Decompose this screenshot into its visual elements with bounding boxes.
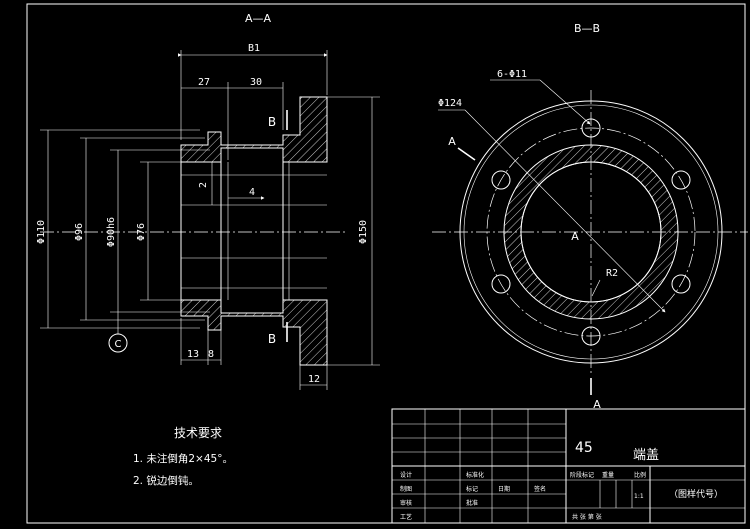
- dim-holes: 6-Φ11: [497, 69, 527, 80]
- label-scale: 比例: [634, 471, 646, 479]
- dim-phi96: Φ96: [74, 223, 85, 241]
- label-date: 日期: [498, 485, 510, 493]
- dim-27: 27: [198, 77, 210, 88]
- section-view-a-a: A—A B1 27 30 2 4: [36, 12, 380, 390]
- cut-label-a-center: A: [571, 230, 579, 243]
- material: 45: [575, 440, 593, 456]
- label-process: 工艺: [400, 513, 412, 521]
- section-view-b-b: B—B 6-Φ11 Φ124 R2 A A A: [432, 22, 748, 411]
- datum-label: C: [115, 339, 122, 350]
- dim-phi110: Φ110: [36, 220, 47, 244]
- dim-30: 30: [250, 77, 262, 88]
- section-title-b-b: B—B: [574, 22, 600, 35]
- label-design: 设计: [400, 471, 412, 479]
- flange-lower-section: [180, 299, 328, 366]
- label-stage: 阶段标记: [570, 471, 594, 479]
- datum-symbol: [108, 333, 128, 353]
- label-draw: 制图: [400, 485, 412, 493]
- dim-phi90h6: Φ90h6: [106, 217, 117, 247]
- flange-chamfer-circle: [463, 104, 719, 360]
- bolt-hole-1: [581, 118, 601, 138]
- bore-circle: [520, 161, 662, 303]
- part-name: 端盖: [633, 448, 659, 463]
- title-block: 45 端盖 （图样代号） 设计 制图 审核 工艺 标准化 批准 日期 签名 标记…: [391, 408, 746, 524]
- section-title-a-a: A—A: [245, 12, 272, 25]
- dim-8: 8: [208, 349, 214, 360]
- bolt-circle: [486, 127, 696, 337]
- dim-r2: R2: [606, 268, 618, 279]
- bolt-hole-6: [491, 170, 511, 190]
- cut-label-a-lower: A: [593, 398, 601, 411]
- dim-phi150: Φ150: [358, 220, 369, 244]
- dim-12: 12: [308, 374, 320, 385]
- bolt-hole-4: [581, 326, 601, 346]
- sheet-count: 共 张 第 张: [572, 513, 602, 521]
- cut-label-a-upper: A: [448, 135, 456, 148]
- label-std: 标准化: [466, 471, 484, 479]
- drawing-number: （图样代号）: [669, 488, 723, 500]
- label-weight: 重量: [602, 471, 614, 479]
- tech-req-item-2: 2. 锐边倒钝。: [133, 474, 199, 487]
- tech-req-title: 技术要求: [174, 426, 222, 440]
- cut-mark-a-upper: [457, 147, 476, 161]
- dim-b1: B1: [248, 43, 260, 54]
- flange-outer-circle: [459, 100, 723, 364]
- leader-phi124: [464, 109, 666, 313]
- label-approve: 批准: [466, 499, 478, 507]
- dim-4: 4: [249, 187, 255, 198]
- bolt-hole-3: [671, 274, 691, 294]
- label-check: 审核: [400, 499, 412, 507]
- drawing-frame: [26, 3, 746, 524]
- dim-phi76: Φ76: [136, 223, 147, 241]
- scale-value: 1:1: [634, 493, 644, 500]
- label-sign: 签名: [534, 485, 546, 493]
- cut-label-b-top: B: [268, 115, 276, 129]
- label-mark: 标记: [466, 485, 478, 493]
- cut-label-b-bottom: B: [268, 332, 276, 346]
- leader-holes: [539, 79, 591, 125]
- bolt-holes: [491, 118, 691, 346]
- bolt-hole-5: [491, 274, 511, 294]
- dim-13: 13: [187, 349, 199, 360]
- flange-upper-section: [180, 96, 328, 163]
- technical-requirements: 技术要求 1. 未注倒角2×45°。 2. 锐边倒钝。: [133, 426, 233, 487]
- tech-req-item-1: 1. 未注倒角2×45°。: [133, 452, 233, 465]
- dim-phi124: Φ124: [438, 98, 462, 109]
- bolt-hole-2: [671, 170, 691, 190]
- dim-2: 2: [198, 182, 209, 188]
